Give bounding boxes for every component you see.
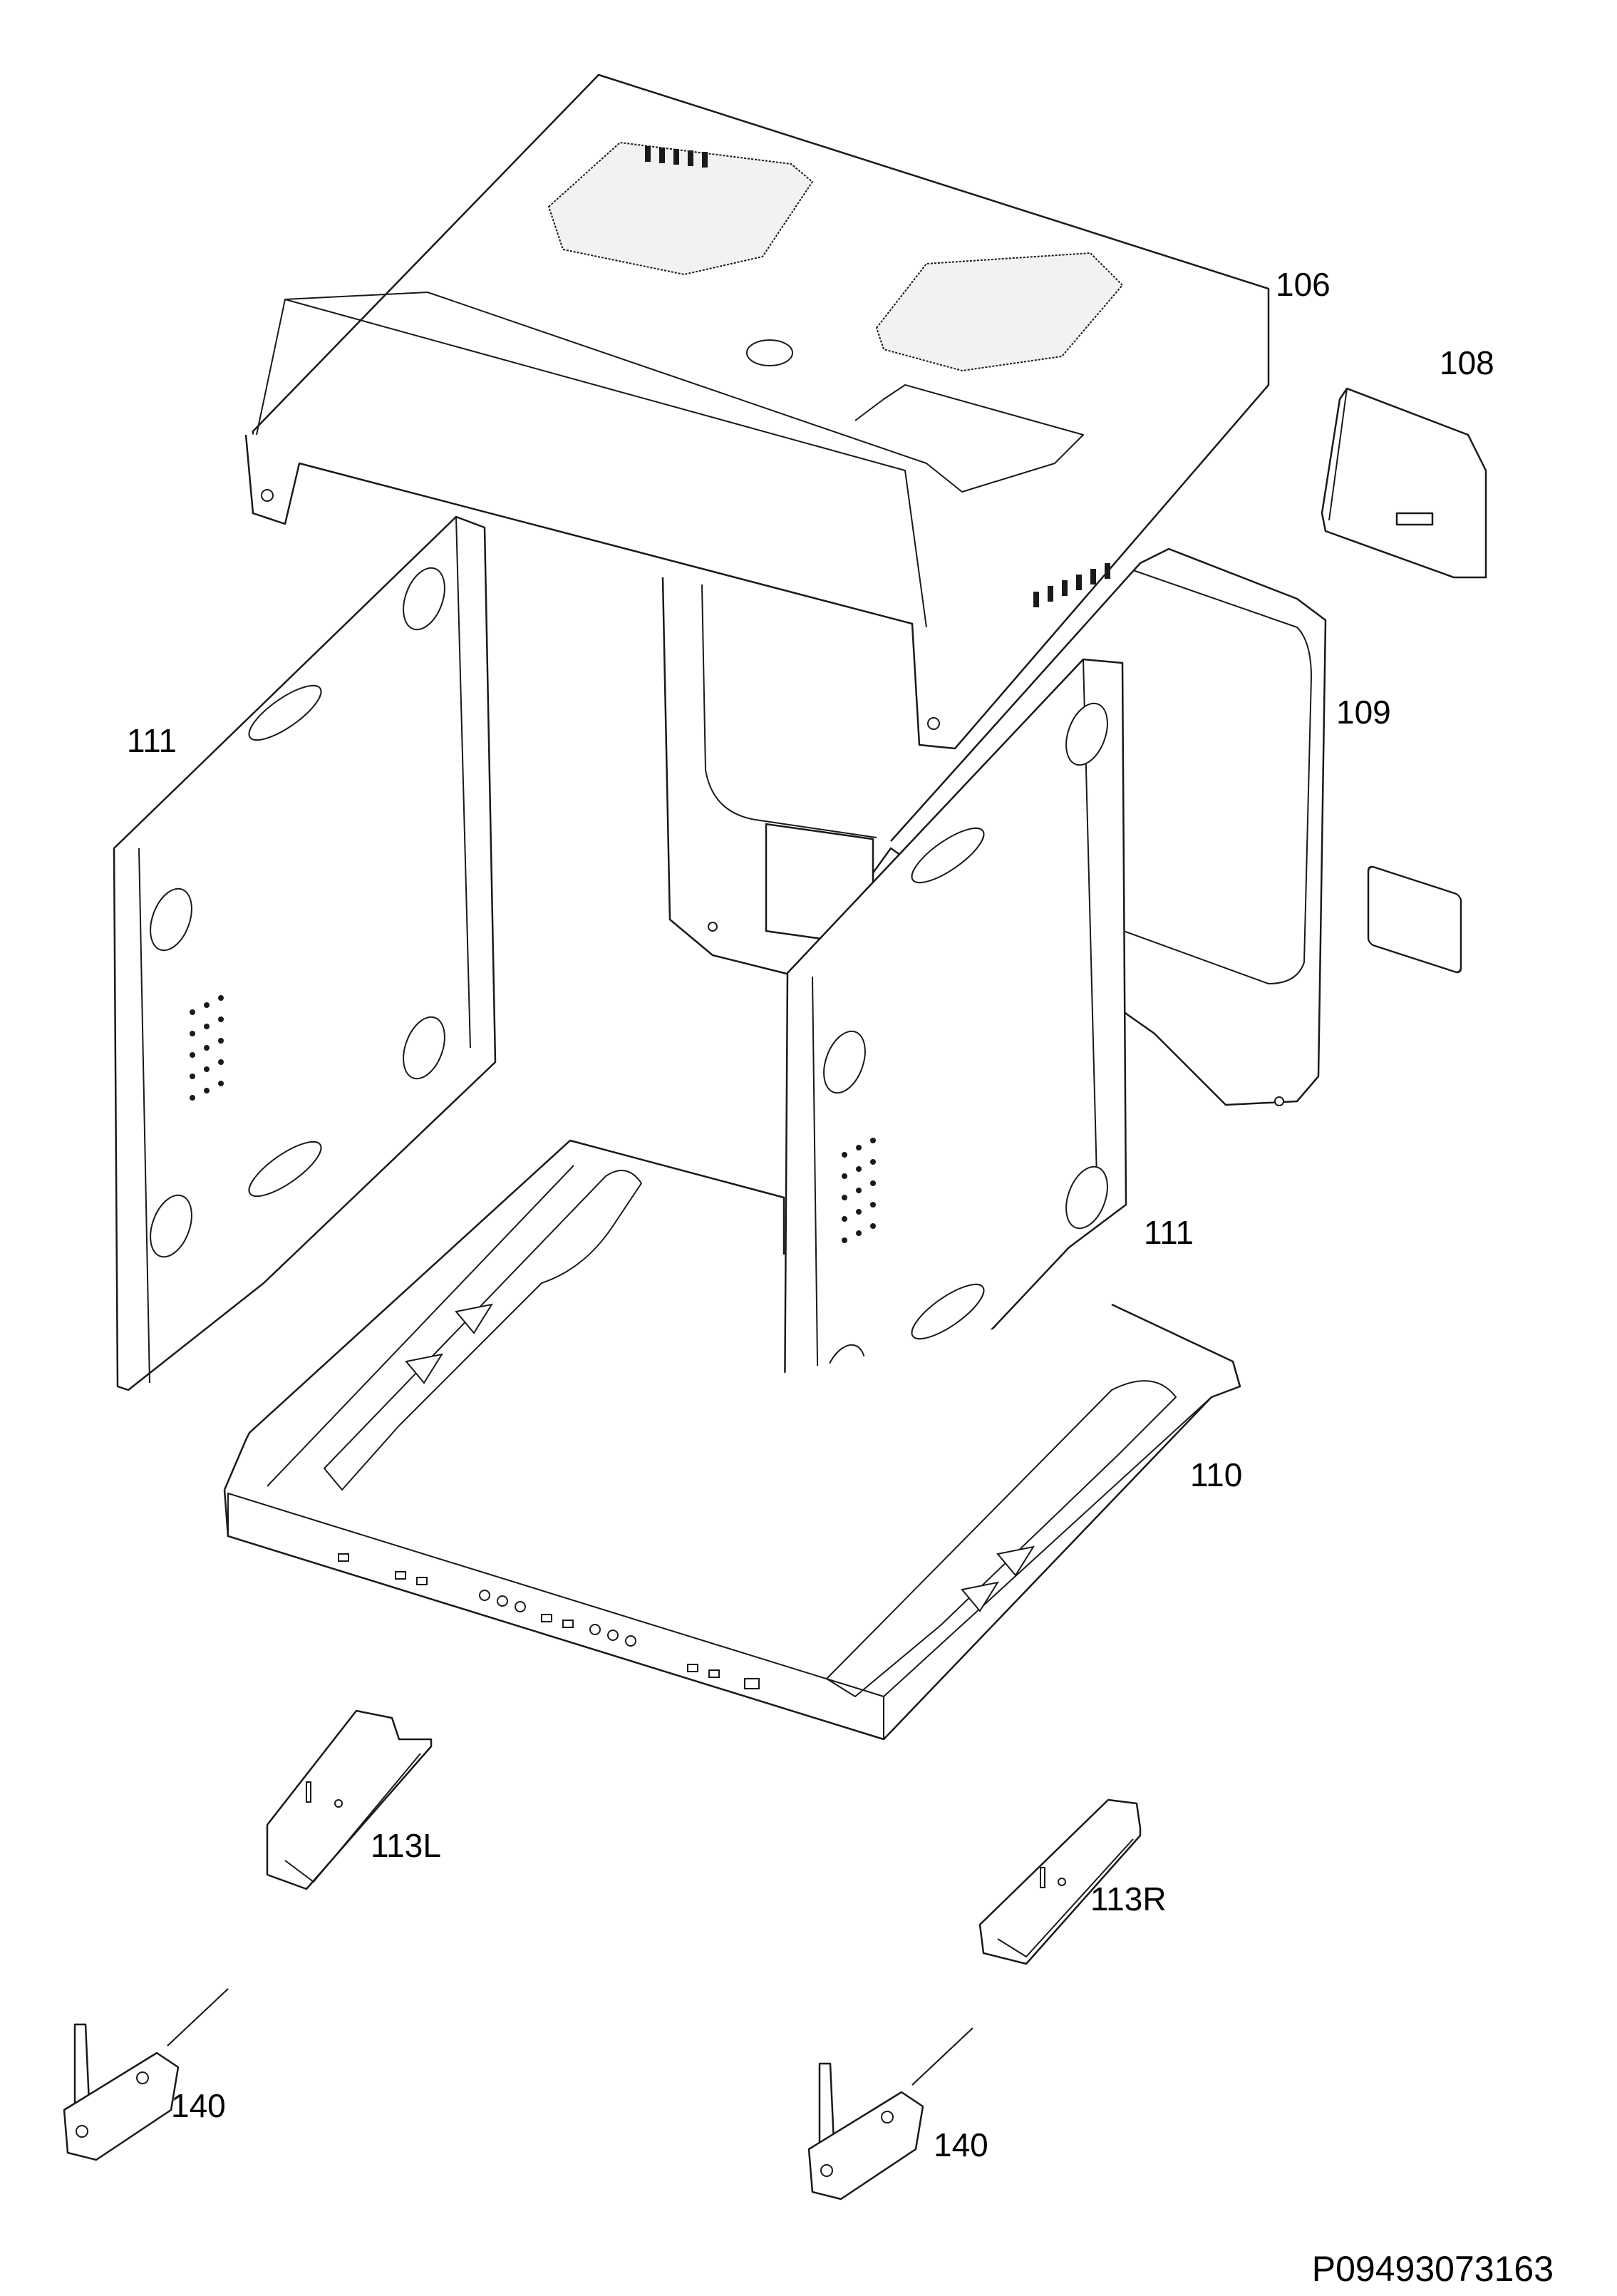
- label-111-right: 111: [1144, 1214, 1194, 1251]
- part-bracket-left: [266, 1709, 433, 1890]
- diagram-code: P09493073163: [1312, 2249, 1554, 2289]
- label-108: 108: [1440, 344, 1494, 381]
- part-top-cover: [244, 73, 1270, 750]
- vent-slots-top: [645, 146, 708, 168]
- part-bottom-frame: [223, 1139, 1241, 1741]
- vent-holes-left: [190, 995, 224, 1101]
- label-109: 109: [1336, 694, 1391, 731]
- label-110: 110: [1190, 1456, 1242, 1493]
- label-113R: 113R: [1090, 1880, 1167, 1917]
- label-140-left: 140: [171, 2087, 226, 2124]
- part-bracket-right: [978, 1798, 1142, 1965]
- part-control-housing: [1321, 387, 1487, 974]
- frame-front-holes: [338, 1553, 760, 1689]
- label-113L: 113L: [371, 1827, 441, 1864]
- label-106: 106: [1276, 266, 1331, 303]
- vent-slots-front: [1033, 563, 1110, 607]
- part-hinge-left: [63, 1988, 229, 2161]
- part-hinge-right: [807, 2027, 973, 2200]
- label-140-right: 140: [934, 2126, 988, 2163]
- label-111-left: 111: [127, 722, 177, 759]
- vent-holes-right: [842, 1138, 876, 1243]
- part-side-panel-left: [113, 515, 497, 1391]
